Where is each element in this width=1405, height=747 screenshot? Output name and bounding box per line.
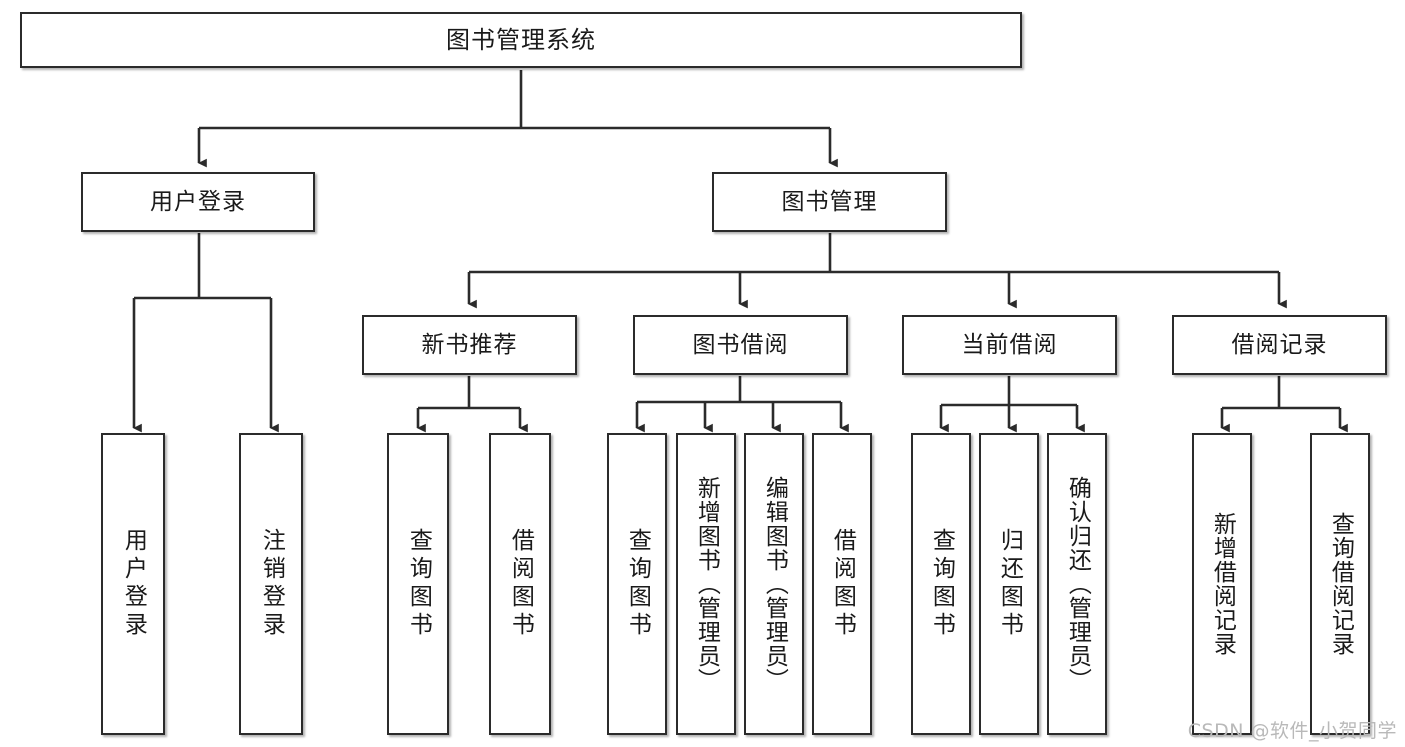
leaf-current-borrow-query-book[interactable]: 查询图书 — [911, 433, 971, 735]
leaf-book-borrow-edit-book-admin[interactable]: 编辑图书（管理员） — [744, 433, 804, 735]
leaf-book-borrow-query-book[interactable]: 查询图书 — [607, 433, 667, 735]
leaf-current-borrow-return-book[interactable]: 归还图书 — [979, 433, 1039, 735]
node-label: 借阅记录 — [1231, 331, 1328, 358]
node-label: 图书管理 — [781, 188, 878, 215]
node-label: 查询图书 — [405, 528, 432, 640]
node-label: 新增图书（管理员） — [693, 476, 720, 692]
leaf-new-book-query-book[interactable]: 查询图书 — [387, 433, 449, 735]
node-label: 编辑图书（管理员） — [761, 476, 788, 692]
node-label: 当前借阅 — [961, 331, 1058, 358]
node-book-management[interactable]: 图书管理 — [712, 172, 947, 232]
node-label: 借阅图书 — [829, 528, 856, 640]
leaf-new-book-borrow-book[interactable]: 借阅图书 — [489, 433, 551, 735]
leaf-borrow-record-add-record[interactable]: 新增借阅记录 — [1192, 433, 1252, 735]
node-label: 用户登录 — [150, 188, 246, 215]
node-current-borrow[interactable]: 当前借阅 — [902, 315, 1117, 375]
node-new-book-recommend[interactable]: 新书推荐 — [362, 315, 577, 375]
node-label: 查询图书 — [624, 528, 651, 640]
node-label: 注销登录 — [258, 528, 285, 640]
leaf-book-borrow-borrow-book[interactable]: 借阅图书 — [812, 433, 872, 735]
node-label: 查询借阅记录 — [1327, 512, 1354, 656]
leaf-user-login-signin[interactable]: 用户登录 — [101, 433, 165, 735]
node-label: 查询图书 — [928, 528, 955, 640]
node-user-login[interactable]: 用户登录 — [81, 172, 315, 232]
leaf-current-borrow-confirm-return-admin[interactable]: 确认归还（管理员） — [1047, 433, 1107, 735]
csdn-watermark: CSDN @软件_小贺同学 — [1187, 720, 1397, 742]
leaf-borrow-record-query-record[interactable]: 查询借阅记录 — [1310, 433, 1370, 735]
node-label: 用户登录 — [120, 528, 147, 640]
node-root-system[interactable]: 图书管理系统 — [20, 12, 1022, 68]
node-book-borrow[interactable]: 图书借阅 — [633, 315, 848, 375]
node-borrow-record[interactable]: 借阅记录 — [1172, 315, 1387, 375]
leaf-book-borrow-add-book-admin[interactable]: 新增图书（管理员） — [676, 433, 736, 735]
leaf-user-login-signout[interactable]: 注销登录 — [239, 433, 303, 735]
node-label: 确认归还（管理员） — [1064, 476, 1091, 692]
node-label: 新书推荐 — [421, 331, 518, 358]
node-label: 借阅图书 — [507, 528, 534, 640]
node-label: 图书管理系统 — [446, 26, 596, 54]
node-label: 图书借阅 — [692, 331, 789, 358]
node-label: 归还图书 — [996, 528, 1023, 640]
node-label: 新增借阅记录 — [1209, 512, 1236, 656]
